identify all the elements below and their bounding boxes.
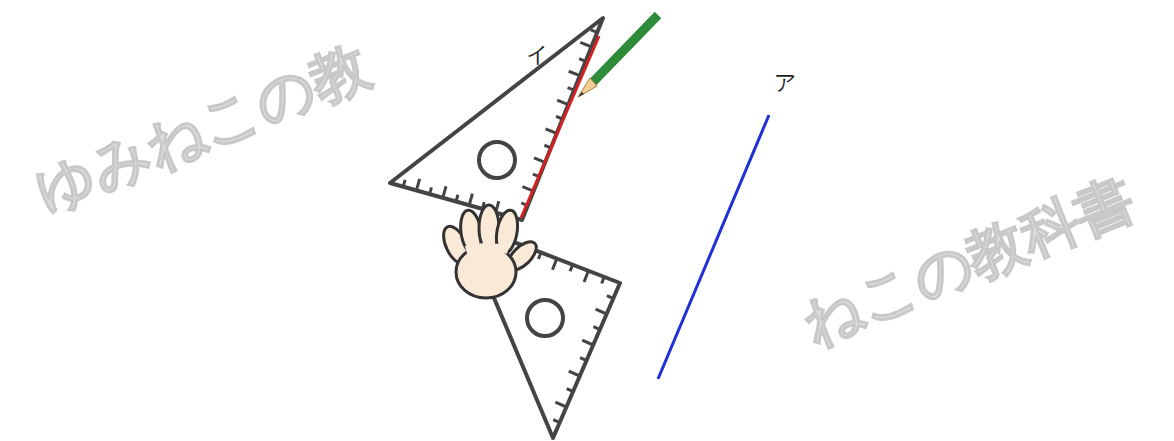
line-label: ア — [774, 72, 797, 94]
ruler-tick — [555, 402, 566, 407]
ruler-tick — [403, 180, 405, 187]
ruler-tick — [596, 309, 607, 314]
ruler-tick — [443, 186, 446, 198]
ruler-tick — [557, 100, 568, 104]
set-square-hole — [527, 300, 563, 336]
ruler-ticks — [403, 30, 613, 423]
ruler-tick — [580, 358, 586, 361]
ruler-tick — [568, 88, 574, 91]
ruler-tick — [570, 265, 573, 272]
ruler-tick — [538, 253, 541, 260]
ruler-tick — [602, 277, 605, 284]
ruler-tick — [416, 179, 419, 191]
set-square-hole — [479, 142, 515, 178]
ruler-tick — [430, 187, 432, 194]
ruler-tick — [579, 59, 585, 62]
hand — [438, 205, 541, 298]
ruler-tick — [552, 259, 556, 270]
ruler-tick — [553, 420, 559, 423]
watermark: ゆみねこの教 — [28, 36, 377, 222]
ruler-tick — [584, 271, 588, 282]
ruler-tick — [591, 30, 597, 33]
ruler-tick — [569, 71, 580, 75]
ruler-tick — [607, 296, 613, 299]
ruler-tick — [569, 371, 580, 376]
drawn-red-line — [521, 36, 599, 218]
ruler-tick — [456, 195, 458, 202]
upper-set-square — [390, 18, 603, 220]
ruler-tick — [556, 116, 562, 119]
ruler-tick — [469, 194, 472, 206]
line-label: イ — [526, 44, 549, 66]
watermark: ねこの教科書 — [795, 169, 1142, 354]
ruler-tick — [580, 42, 591, 46]
ruler-tick — [593, 327, 599, 330]
given-line — [658, 115, 769, 379]
ruler-tick — [582, 340, 593, 345]
ruler-tick — [567, 389, 573, 392]
ruler-tick — [546, 129, 557, 133]
pencil — [578, 15, 658, 97]
ruler-tick — [534, 158, 545, 162]
